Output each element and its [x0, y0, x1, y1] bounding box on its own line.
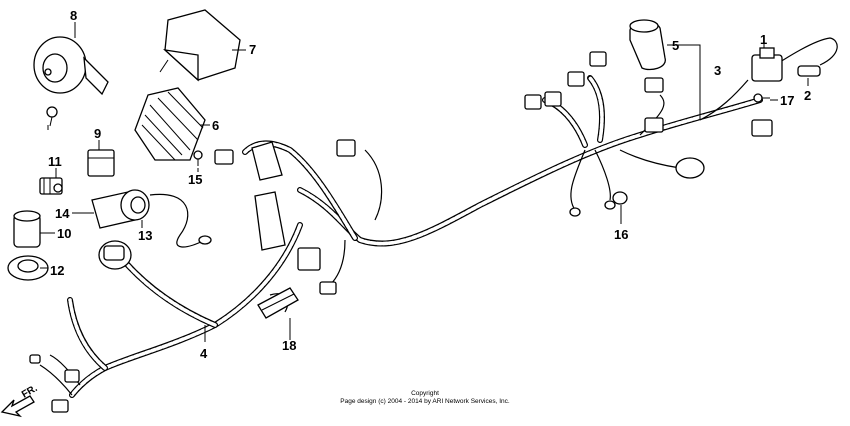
label-7: 7: [249, 42, 256, 57]
horn: [33, 36, 109, 96]
ignition-module: [159, 9, 241, 82]
label-8: 8: [70, 8, 77, 23]
sub-wire-harness-4: [67, 222, 303, 398]
copyright-notice: Copyright Page design (c) 2004 - 2014 by…: [340, 390, 510, 405]
relay: [87, 149, 115, 177]
front-direction-arrow: FR.: [0, 383, 40, 418]
label-4: 4: [200, 346, 208, 361]
copyright-line-1: Copyright: [411, 390, 439, 397]
label-18: 18: [282, 338, 296, 353]
wires: [39, 37, 838, 396]
harness-band: [257, 287, 299, 319]
label-3: 3: [714, 63, 721, 78]
regulator-rectifier: [134, 87, 206, 161]
label-12: 12: [50, 263, 64, 278]
bulb-socket: [91, 189, 150, 229]
ignition-coil: [751, 47, 783, 82]
spark-plug-cap: [797, 65, 821, 77]
copyright-line-2: Page design (c) 2004 - 2014 by ARI Netwo…: [340, 398, 510, 405]
label-15: 15: [188, 172, 202, 187]
leader-lines: [40, 22, 809, 342]
label-17: 17: [780, 93, 794, 108]
rubber-grommet: [675, 157, 705, 179]
label-9: 9: [94, 126, 101, 141]
bolt-17: [753, 93, 770, 103]
lamp-socket: [98, 240, 132, 270]
label-6: 6: [212, 118, 219, 133]
label-5: 5: [672, 38, 679, 53]
part-number-labels: 8 7 6 9 11 15 14 10 13 12 4 18 16 5 3 1 …: [48, 8, 811, 361]
rubber-boot: [629, 19, 666, 71]
front-direction-label: FR.: [20, 383, 40, 401]
cylinder-part: [13, 210, 41, 248]
label-16: 16: [614, 227, 628, 242]
bolt-15: [193, 150, 203, 166]
label-10: 10: [57, 226, 71, 241]
main-wire-harness: [242, 75, 763, 247]
label-14: 14: [55, 206, 70, 221]
label-1: 1: [760, 32, 767, 47]
label-2: 2: [804, 88, 811, 103]
bolt-19: [46, 106, 58, 127]
label-11: 11: [48, 154, 62, 169]
harness-connectors: [29, 51, 773, 413]
label-13: 13: [138, 228, 152, 243]
